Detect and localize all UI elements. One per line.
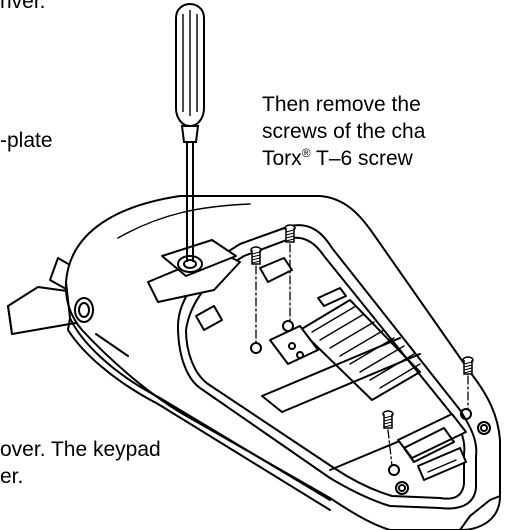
- bottom-line-1: over. The keypad: [0, 437, 161, 462]
- inner-tray: [177, 224, 491, 510]
- instruction-line-1: Then remove the: [262, 93, 421, 116]
- guide-lines: [255, 243, 469, 467]
- top-plate: [117, 203, 251, 303]
- bottom-line-2: er.: [0, 464, 24, 489]
- text-fragment-top: river.: [0, 0, 46, 13]
- screw-size-label: T–6 screw: [310, 147, 413, 170]
- torx-screw-icon: [250, 224, 474, 429]
- phone-chassis: [64, 195, 501, 530]
- instruction-line-2: screws of the cha: [262, 120, 426, 143]
- instruction-line-3: Torx® T–6 screw: [262, 146, 413, 171]
- screwdriver-icon: [175, 2, 205, 262]
- torx-label: Torx: [262, 147, 302, 170]
- registered-mark: ®: [301, 146, 311, 160]
- text-fragment-left: -plate: [0, 129, 53, 152]
